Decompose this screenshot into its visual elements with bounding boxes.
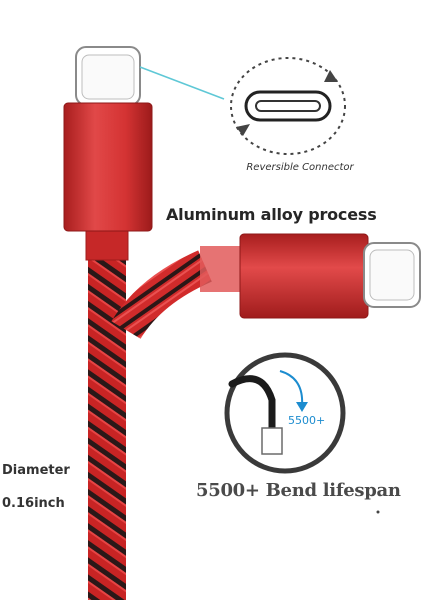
reversible-connector-label: Reversible Connector (246, 162, 354, 173)
callout-line (139, 66, 225, 100)
bend-lifespan-label: 5500+ Bend lifespan (196, 480, 401, 501)
reversible-connector-icon (230, 57, 346, 155)
bend-test-icon (224, 352, 346, 474)
top-connector (63, 46, 153, 232)
main-cable (85, 225, 129, 600)
diameter-label: Diameter (2, 463, 70, 478)
diameter-value: 0.16inch (2, 496, 65, 511)
right-connector (239, 233, 421, 319)
aluminum-alloy-label: Aluminum alloy process (166, 205, 377, 224)
bent-cable (111, 246, 242, 340)
bend-count-label: 5500+ (288, 414, 326, 427)
